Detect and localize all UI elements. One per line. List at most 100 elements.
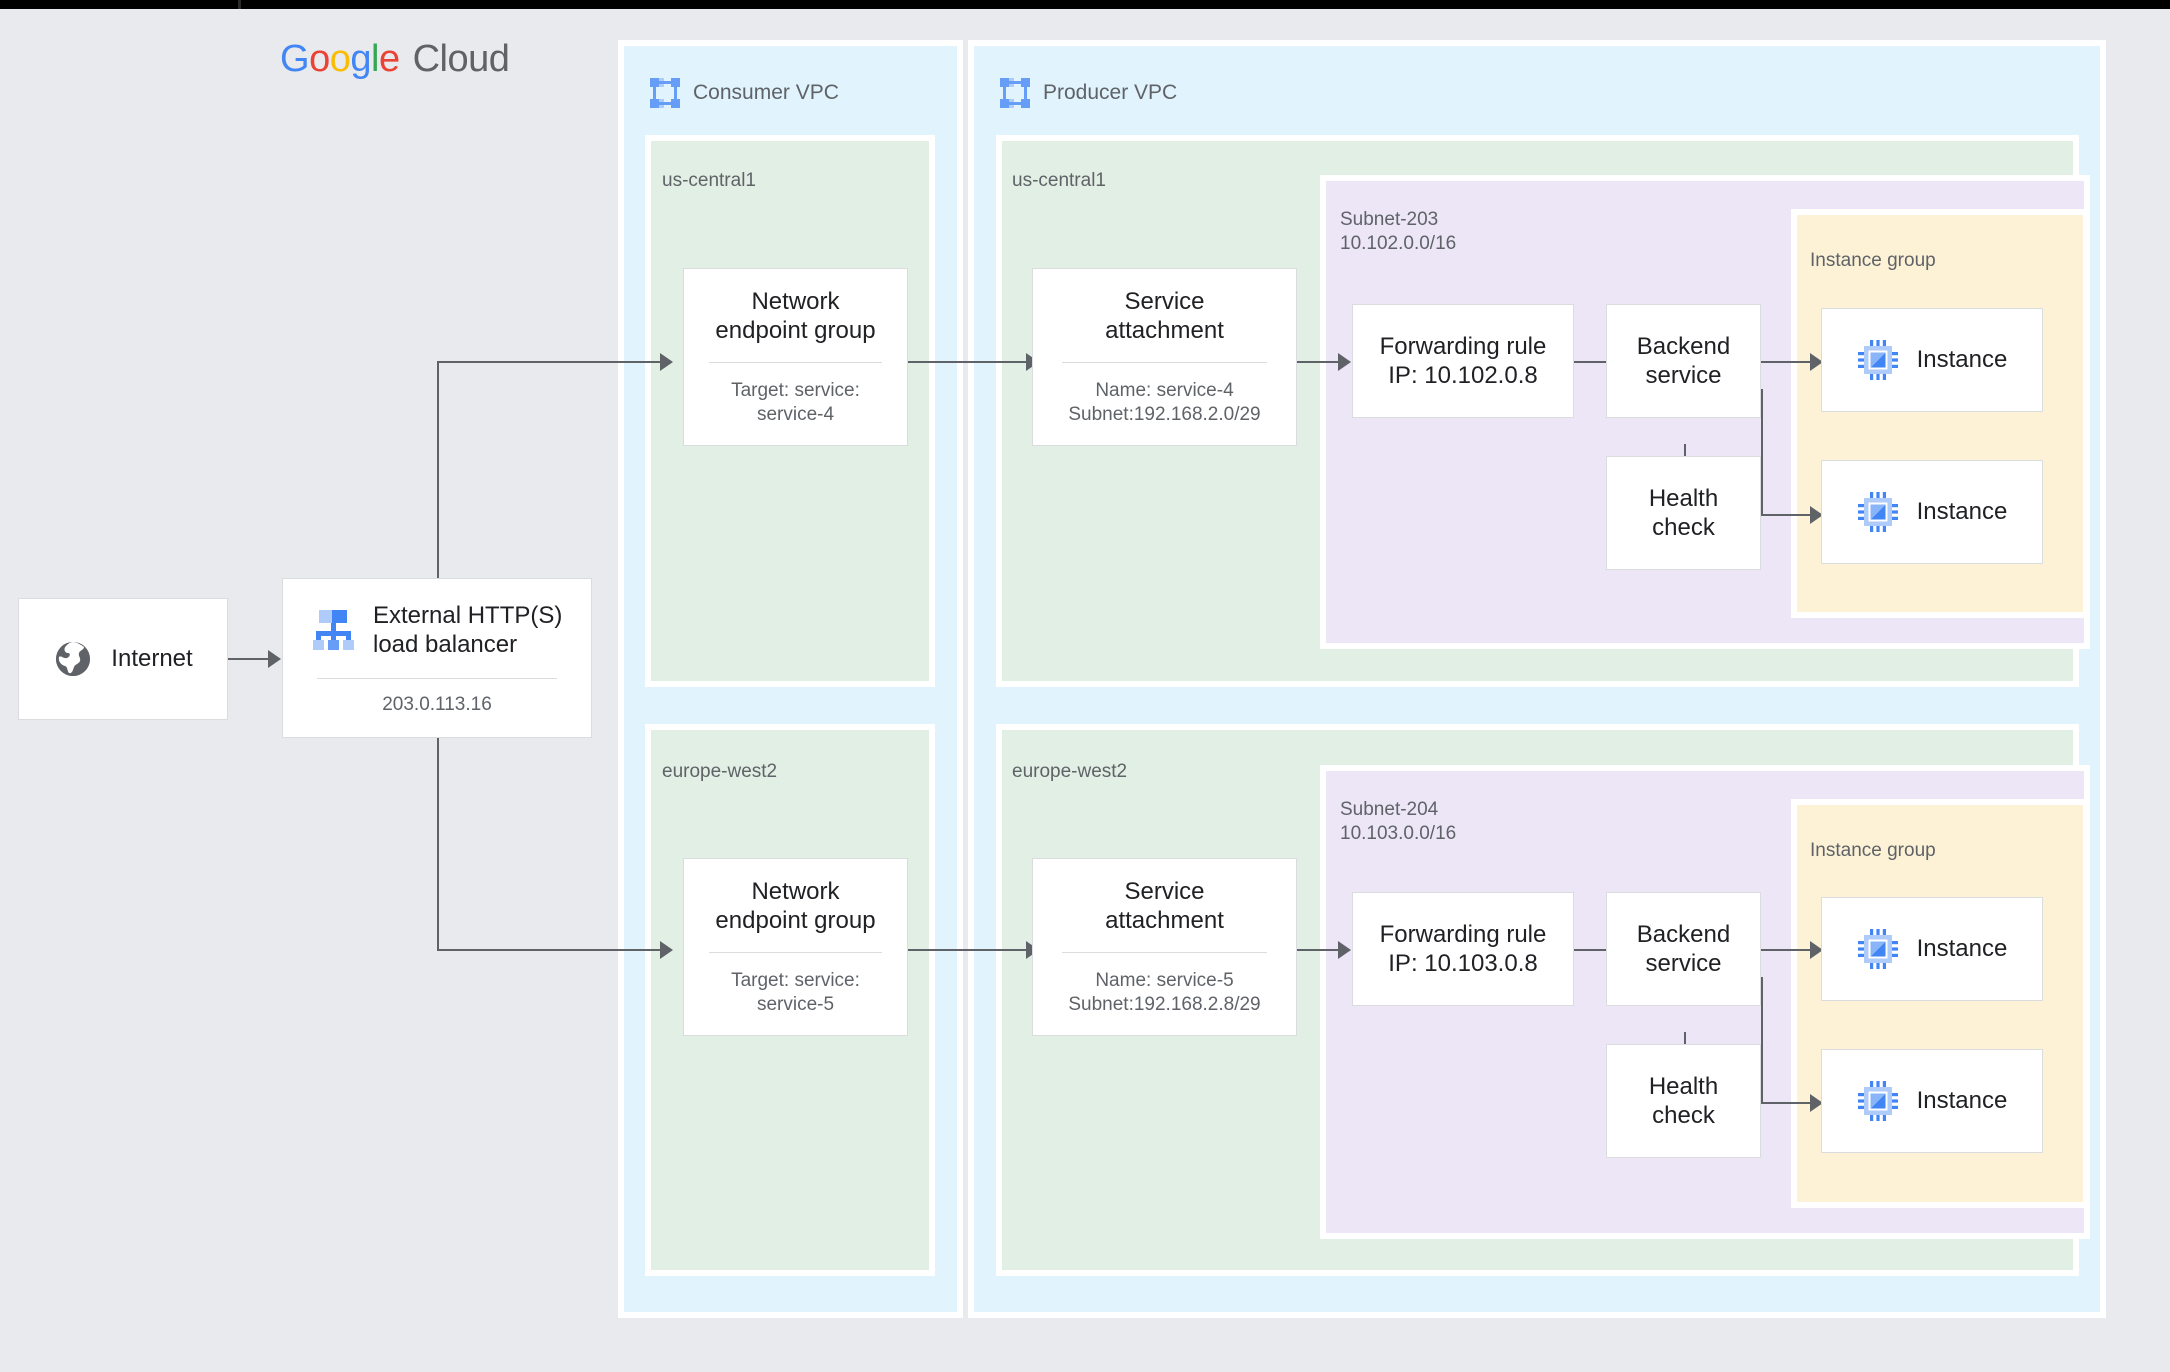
arrow-lb-to-neg-bottom	[660, 941, 673, 959]
connector-neg-to-sa-bottom	[908, 949, 1028, 951]
neg-subtitle-top: Target: service: service-4	[731, 380, 860, 426]
connector-bs-to-instance2-vertical-bottom	[1761, 977, 1763, 1103]
connector-internet-to-lb	[228, 658, 272, 660]
connector-bs-to-instance2-vertical-top	[1761, 389, 1763, 515]
network-endpoint-group-card-top[interactable]: Network endpoint group Target: service: …	[683, 268, 908, 446]
neg-title-top: Network endpoint group	[715, 287, 876, 344]
instance-row-top-2: Instance	[1857, 491, 2008, 533]
service-attachment-subtitle-bottom: Name: service-5 Subnet:192.168.2.8/29	[1068, 970, 1261, 1016]
connector-lb-to-neg-bottom	[437, 949, 662, 951]
connector-neg-to-sa-top	[908, 361, 1028, 363]
logo-letter-l: l	[370, 38, 379, 80]
top-bar-notch	[238, 0, 241, 9]
logo-word-cloud: Cloud	[412, 38, 510, 80]
connector-sa-to-fr-top	[1297, 361, 1344, 363]
neg-separator-top	[708, 362, 883, 364]
instance-card-top-1[interactable]: Instance	[1821, 308, 2043, 412]
connector-fr-to-bs-bottom	[1574, 949, 1612, 951]
instance-row-bottom-1: Instance	[1857, 928, 2008, 970]
instance-row-bottom-2: Instance	[1857, 1080, 2008, 1122]
logo-letter-g2: g	[350, 38, 371, 80]
instance-group-top-label: Instance group	[1810, 250, 1936, 271]
producer-region-label-top: us-central1	[1012, 170, 1106, 191]
neg-subtitle-bottom: Target: service: service-5	[731, 970, 860, 1016]
service-attachment-card-bottom[interactable]: Service attachment Name: service-5 Subne…	[1032, 858, 1297, 1036]
instance-label-top-2: Instance	[1916, 498, 2008, 526]
internet-card[interactable]: Internet	[18, 598, 228, 720]
forwarding-rule-title-top: Forwarding rule IP: 10.102.0.8	[1379, 332, 1547, 389]
instance-label-bottom-2: Instance	[1916, 1087, 2008, 1115]
backend-service-card-bottom[interactable]: Backend service	[1606, 892, 1761, 1006]
connector-bs-to-instance1-top	[1761, 361, 1816, 363]
health-check-title-top: Health check	[1648, 484, 1719, 541]
health-check-card-bottom[interactable]: Health check	[1606, 1044, 1761, 1158]
arrow-lb-to-neg-top	[660, 353, 673, 371]
cpu-chip-icon	[1857, 928, 1899, 970]
neg-separator-bottom	[708, 952, 883, 954]
internet-label: Internet	[111, 645, 193, 673]
connector-bs-to-instance2-horizontal-top	[1761, 514, 1816, 516]
subnet-203-label: Subnet-203 10.102.0.0/16	[1340, 209, 1457, 254]
arrow-sa-to-fr-top	[1338, 353, 1351, 371]
globe-icon	[53, 639, 93, 679]
load-balancer-icon	[311, 610, 355, 651]
top-black-bar	[0, 0, 2170, 9]
instance-row-top-1: Instance	[1857, 339, 2008, 381]
cpu-chip-icon	[1857, 491, 1899, 533]
instance-card-top-2[interactable]: Instance	[1821, 460, 2043, 564]
vpc-icon	[1000, 78, 1030, 108]
load-balancer-ip: 203.0.113.16	[382, 693, 492, 715]
consumer-region-label-top: us-central1	[662, 170, 756, 191]
consumer-vpc-header: Consumer VPC	[650, 78, 839, 108]
load-balancer-row: External HTTP(S) load balancer	[311, 601, 562, 660]
service-attachment-title-bottom: Service attachment	[1105, 877, 1224, 934]
health-check-card-top[interactable]: Health check	[1606, 456, 1761, 570]
forwarding-rule-title-bottom: Forwarding rule IP: 10.103.0.8	[1379, 920, 1547, 977]
instance-label-bottom-1: Instance	[1916, 935, 2008, 963]
connector-lb-to-neg-top	[437, 361, 662, 363]
logo-letter-e: e	[378, 38, 400, 80]
logo-letter-g1: G	[280, 38, 310, 80]
producer-region-label-bottom: europe-west2	[1012, 761, 1128, 782]
arrow-bs-to-instance1-top	[1810, 353, 1823, 371]
service-attachment-card-top[interactable]: Service attachment Name: service-4 Subne…	[1032, 268, 1297, 446]
consumer-vpc-label: Consumer VPC	[693, 81, 839, 104]
connector-bs-to-instance2-horizontal-bottom	[1761, 1102, 1816, 1104]
backend-service-title-bottom: Backend service	[1636, 920, 1731, 977]
consumer-region-label-bottom: europe-west2	[662, 761, 778, 782]
cpu-chip-icon	[1857, 339, 1899, 381]
cpu-chip-icon	[1857, 1080, 1899, 1122]
vpc-icon	[650, 78, 680, 108]
health-check-title-bottom: Health check	[1648, 1072, 1719, 1129]
arrow-bs-to-instance1-bottom	[1810, 941, 1823, 959]
forwarding-rule-card-bottom[interactable]: Forwarding rule IP: 10.103.0.8	[1352, 892, 1574, 1006]
backend-service-title-top: Backend service	[1636, 332, 1731, 389]
connector-fr-to-bs-top	[1574, 361, 1612, 363]
service-attachment-subtitle-top: Name: service-4 Subnet:192.168.2.0/29	[1068, 380, 1261, 426]
connector-lb-up-vertical	[437, 361, 439, 583]
logo-letter-o1: o	[309, 38, 330, 80]
subnet-204-label: Subnet-204 10.103.0.0/16	[1340, 799, 1457, 844]
arrow-sa-to-fr-bottom	[1338, 941, 1351, 959]
instance-card-bottom-2[interactable]: Instance	[1821, 1049, 2043, 1153]
service-attachment-separator-bottom	[1061, 952, 1268, 954]
instance-label-top-1: Instance	[1916, 346, 2008, 374]
instance-card-bottom-1[interactable]: Instance	[1821, 897, 2043, 1001]
forwarding-rule-card-top[interactable]: Forwarding rule IP: 10.102.0.8	[1352, 304, 1574, 418]
service-attachment-title-top: Service attachment	[1105, 287, 1224, 344]
service-attachment-separator-top	[1061, 362, 1268, 364]
instance-group-bottom-label: Instance group	[1810, 840, 1936, 861]
arrow-bs-to-instance2-bottom	[1810, 1094, 1823, 1112]
network-endpoint-group-card-bottom[interactable]: Network endpoint group Target: service: …	[683, 858, 908, 1036]
producer-vpc-header: Producer VPC	[1000, 78, 1177, 108]
neg-title-bottom: Network endpoint group	[715, 877, 876, 934]
load-balancer-separator	[316, 677, 558, 679]
connector-sa-to-fr-bottom	[1297, 949, 1344, 951]
arrow-internet-to-lb	[268, 650, 281, 668]
producer-vpc-label: Producer VPC	[1043, 81, 1178, 104]
load-balancer-card[interactable]: External HTTP(S) load balancer 203.0.113…	[282, 578, 592, 738]
backend-service-card-top[interactable]: Backend service	[1606, 304, 1761, 418]
connector-bs-to-instance1-bottom	[1761, 949, 1816, 951]
